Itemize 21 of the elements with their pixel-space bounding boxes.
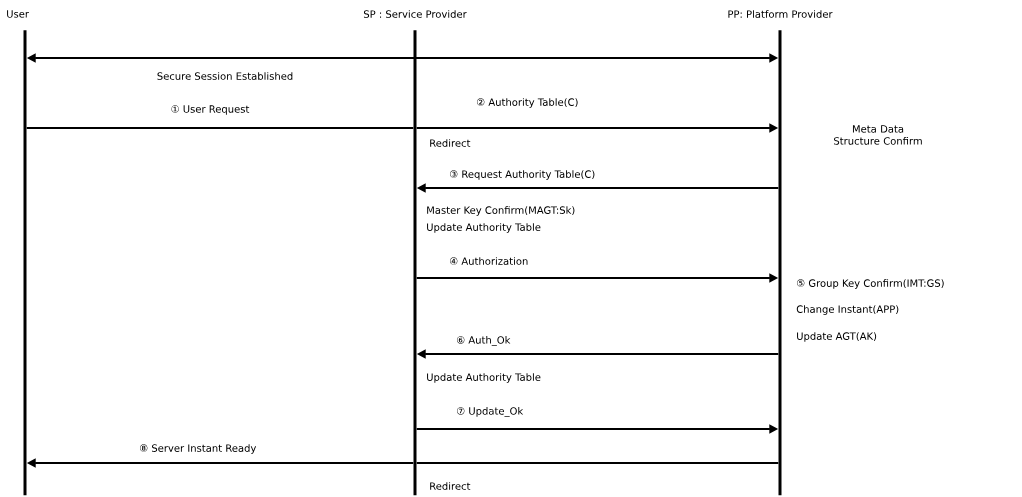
edge-label: ④ Authorization [448, 256, 530, 266]
edge-label: ③ Request Authority Table(C) [448, 169, 597, 181]
node-label: PP: Platform Provider [728, 10, 833, 18]
note: Master Key Confirm(MAGT:Sk) [427, 206, 575, 216]
node-label: User [7, 10, 29, 18]
edge-label: ⑦ Update_Ok [455, 406, 525, 418]
edge-label: ① User Request [169, 104, 251, 116]
edge-label: ⑥ Auth_Ok [455, 335, 512, 347]
lifeline: User [7, 10, 29, 496]
edge-label: ⑧ Server Instant Ready [138, 443, 258, 455]
note: Meta Data Structure Confirm [834, 125, 922, 145]
note: ⑤ Group Key Confirm(IMT:GS) [796, 279, 944, 289]
note: Redirect [430, 139, 471, 147]
node-label: SP : Service Provider [363, 10, 467, 18]
note: Change Instant(APP) [796, 305, 899, 315]
note: Update AGT(AK) [797, 332, 877, 342]
note: Update Authority Table [427, 223, 541, 233]
note: Update Authority Table [427, 373, 541, 383]
note: Redirect [430, 482, 471, 490]
edge-label: ② Authority Table(C) [475, 97, 580, 109]
edge-label: Secure Session Established [155, 71, 295, 81]
